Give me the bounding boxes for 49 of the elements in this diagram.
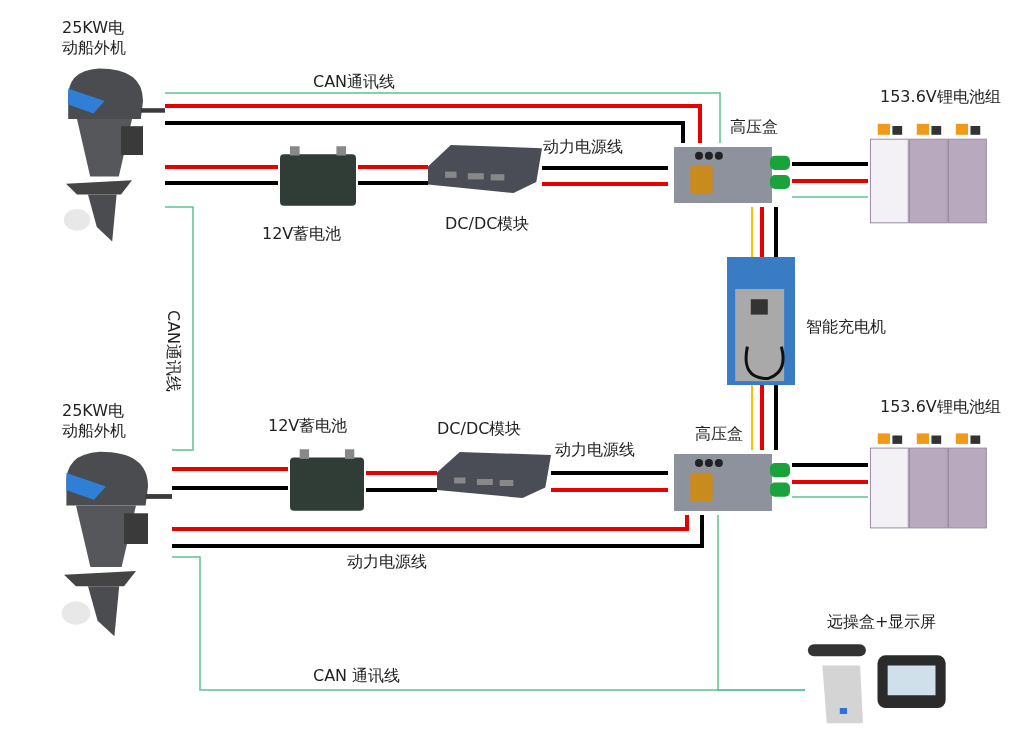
cable (542, 166, 668, 170)
cable (172, 486, 288, 490)
cable (791, 196, 869, 198)
cable (172, 515, 704, 548)
device-label: DC/DC模块 (437, 419, 523, 439)
device-label: 12V蓄电池 (268, 416, 349, 436)
cable (164, 206, 194, 451)
edge-label: CAN通讯线 (163, 310, 183, 390)
cable (551, 471, 668, 475)
cable (792, 480, 868, 484)
edge-label: 动力电源线 (347, 552, 427, 572)
cable (717, 514, 806, 691)
device-label: 153.6V锂电池组 (880, 87, 1002, 107)
cable (366, 471, 437, 475)
cable (791, 496, 869, 498)
cable (172, 515, 689, 531)
device-label: 25KW电动船外机 (62, 401, 127, 441)
cable (792, 463, 868, 467)
cable (792, 162, 868, 166)
edge-label: CAN 通讯线 (313, 666, 401, 686)
cable (760, 207, 764, 257)
cable (751, 384, 753, 451)
device-label: 高压盒 (695, 424, 744, 444)
cable (165, 104, 702, 143)
device-label: DC/DC模块 (445, 214, 531, 234)
cable (358, 165, 428, 169)
device-label: 153.6V锂电池组 (880, 397, 1002, 417)
cable (774, 207, 778, 257)
cable (164, 92, 721, 144)
cable (751, 206, 753, 258)
cable (165, 121, 685, 143)
cable (792, 179, 868, 183)
device-label: 智能充电机 (806, 317, 887, 337)
device-label: 高压盒 (730, 117, 779, 137)
edge-label: CAN通讯线 (313, 72, 396, 92)
cable (542, 182, 668, 186)
device-label: 25KW电动船外机 (62, 18, 127, 58)
cable (358, 181, 428, 185)
cable (551, 488, 668, 492)
cable (172, 467, 288, 471)
cable (760, 385, 764, 450)
device-label: 远操盒+显示屏 (827, 612, 938, 632)
cable (774, 385, 778, 450)
cable (165, 165, 278, 169)
edge-label: 动力电源线 (555, 440, 635, 460)
cable (366, 488, 437, 492)
edge-label: 动力电源线 (543, 137, 623, 157)
device-label: 12V蓄电池 (262, 224, 343, 244)
cable (165, 181, 278, 185)
